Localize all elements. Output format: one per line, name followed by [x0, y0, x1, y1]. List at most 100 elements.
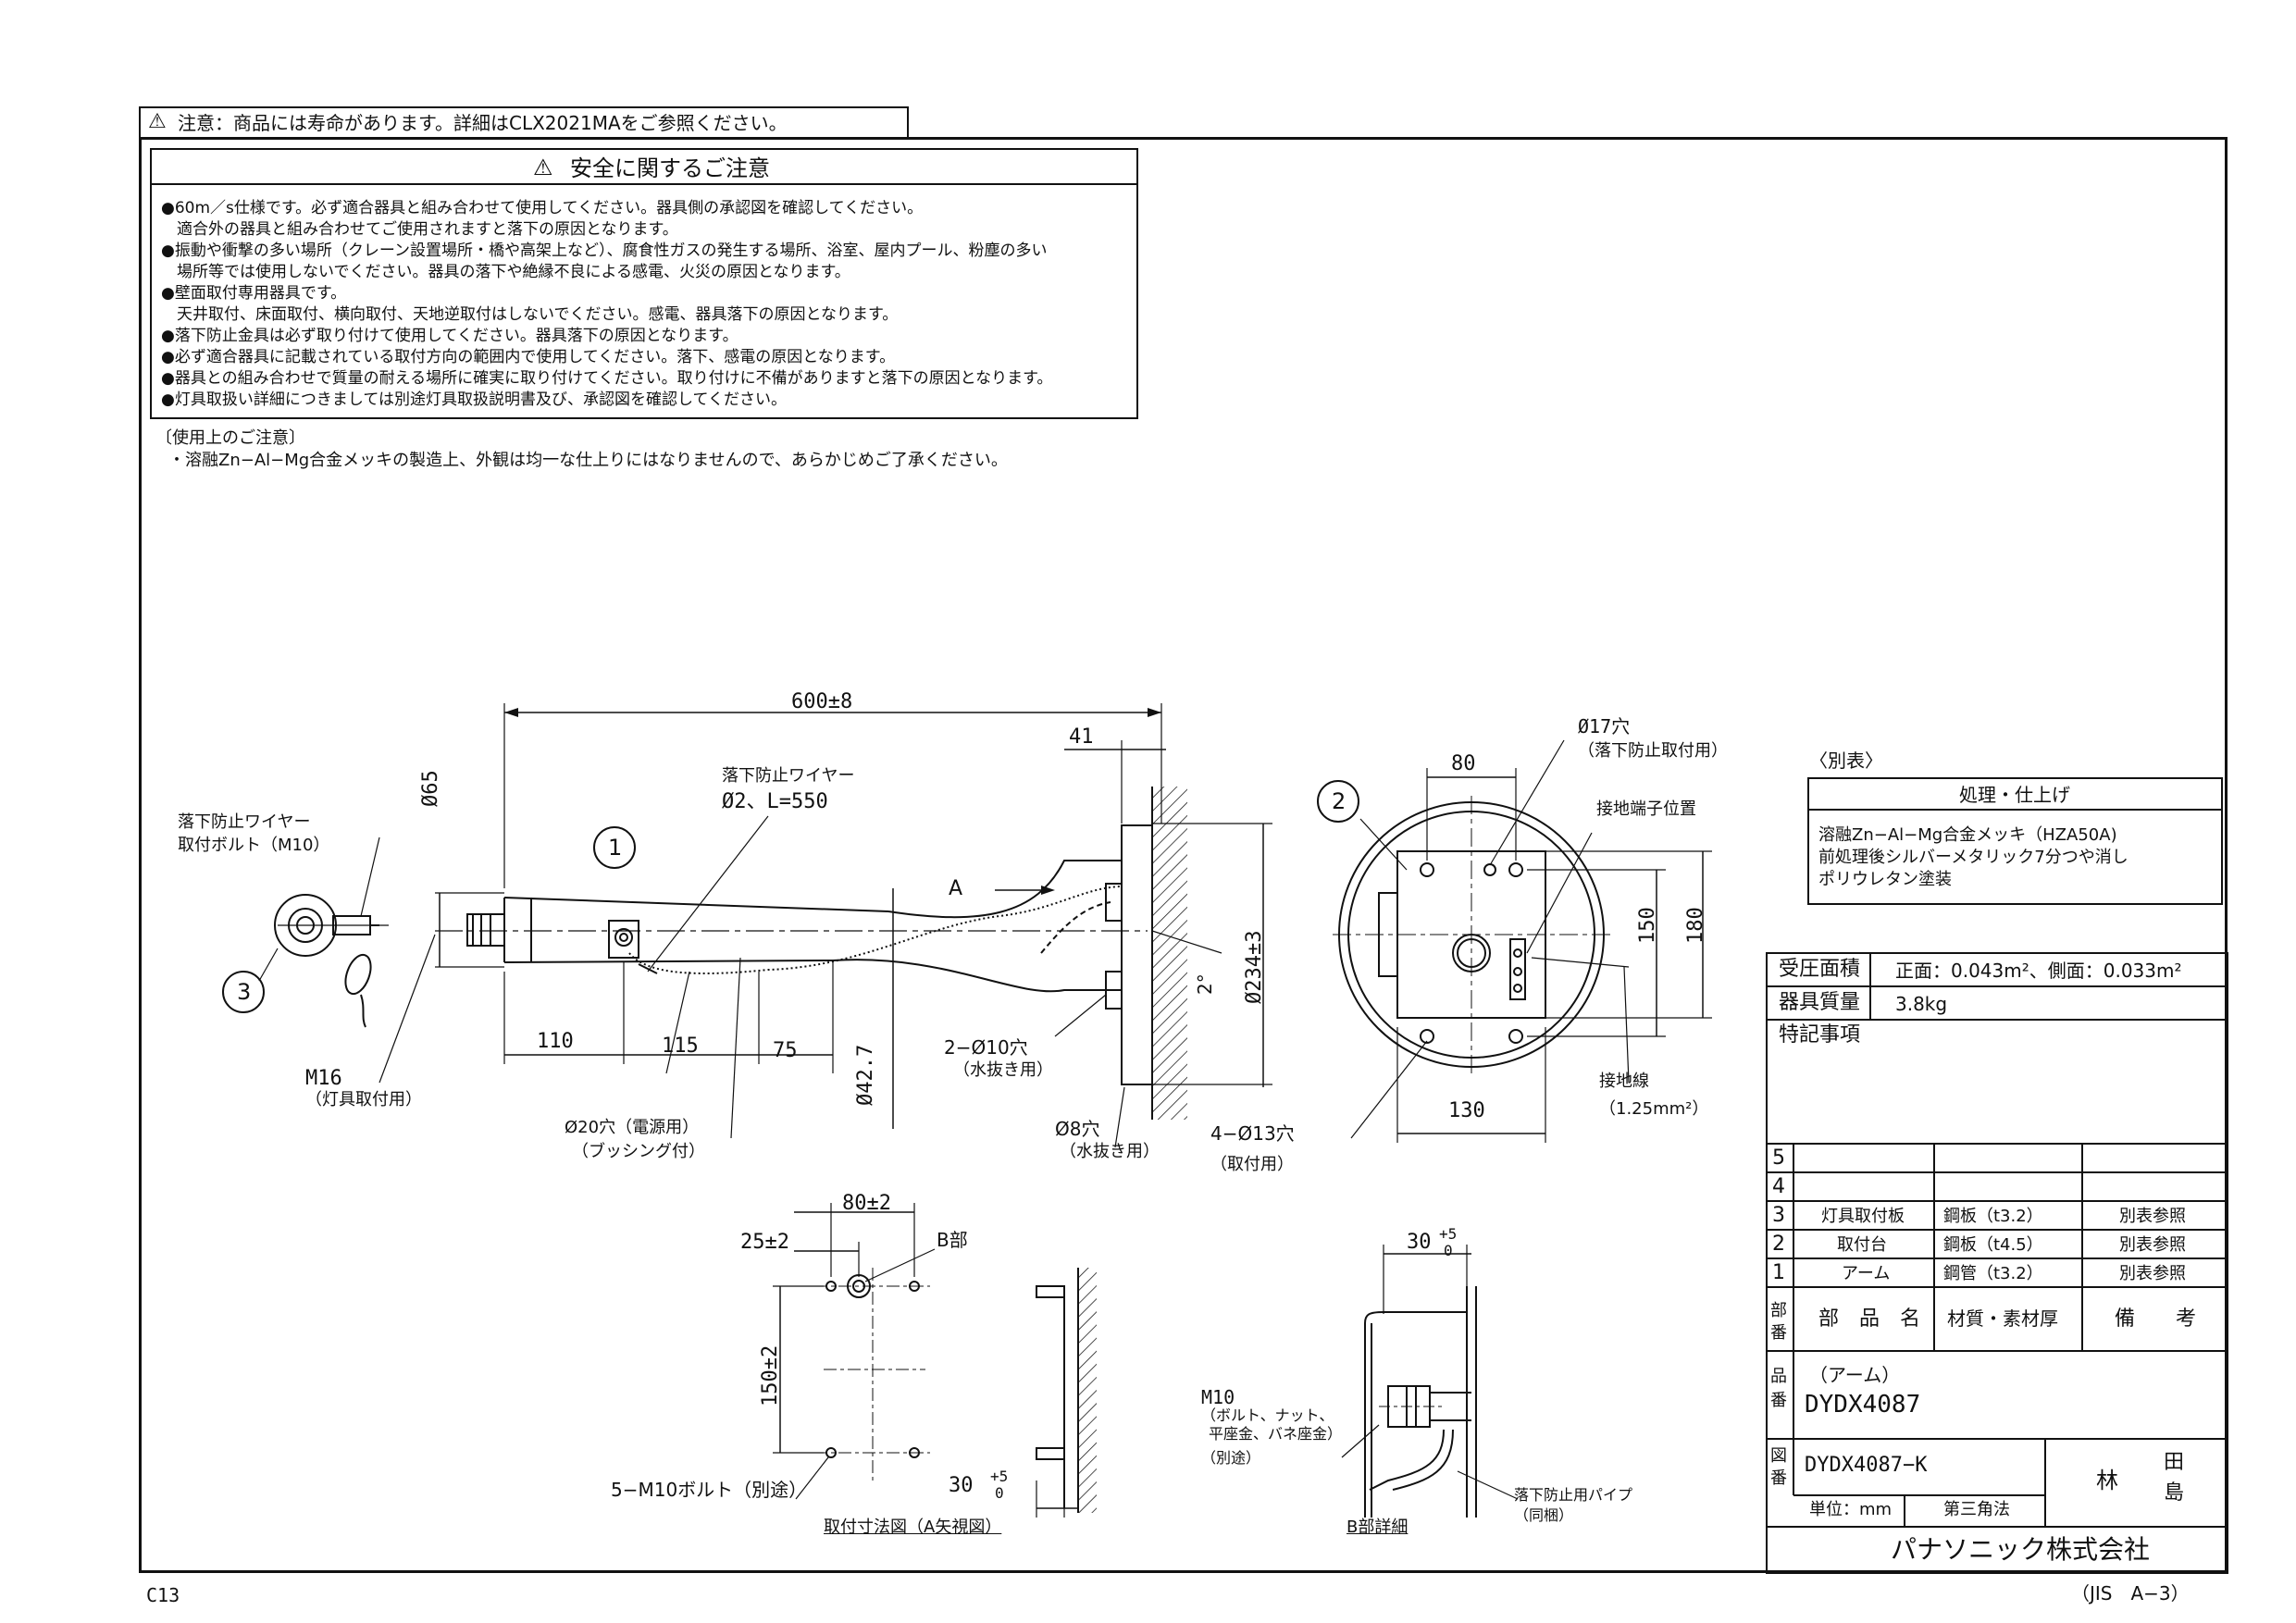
- safety-notice-header: ⚠ 安全に関するご注意: [152, 150, 1136, 185]
- row-name: アーム: [1842, 1264, 1891, 1283]
- safety-line: 天井取付、床面取付、横向取付、天地逆取付はしないでください。感電、器具落下の原因…: [161, 305, 899, 324]
- header-material: 材質・素材厚: [1947, 1307, 2058, 1330]
- row-material: 鋼管（t3.2）: [1943, 1264, 2043, 1283]
- signature-shima: 島: [2164, 1481, 2185, 1505]
- front-view: [1333, 739, 1712, 1143]
- m10-sub-2: 平座金、バネ座金）: [1209, 1425, 1343, 1443]
- arm-side-view: [379, 703, 1272, 1148]
- hole17-sub: （落下防止取付用）: [1578, 741, 1728, 761]
- pressure-label: 受圧面積: [1779, 958, 1861, 981]
- hole10-sub: （水抜き用）: [953, 1060, 1053, 1080]
- usage-notice-title: 〔使用上のご注意〕: [155, 428, 305, 448]
- drawing-no-label: 図番: [1770, 1446, 1787, 1488]
- part-name: （アーム）: [1809, 1364, 1901, 1386]
- dim-130: 130: [1448, 1099, 1485, 1122]
- arm-pipe-top: [503, 897, 889, 912]
- b-detail-view: [1341, 1245, 1519, 1518]
- end-view-detail: [258, 836, 389, 1028]
- hole10-label: 2−Ø10穴: [944, 1036, 1028, 1059]
- projection-label: 第三角法: [1943, 1500, 2010, 1519]
- part-no-label: 品番: [1770, 1367, 1787, 1410]
- callout-1-circle: [593, 826, 636, 869]
- hole20-label: Ø20穴（電源用）: [565, 1118, 700, 1137]
- pressure-value: 正面：0.043m²、側面：0.033m²: [1895, 960, 2182, 982]
- row-name: 取付台: [1837, 1235, 1887, 1255]
- wire-spec: Ø2、L=550: [722, 790, 828, 813]
- dim-115: 115: [662, 1035, 699, 1058]
- row-no: 3: [1772, 1204, 1785, 1227]
- hole8-sub: （水抜き用）: [1060, 1142, 1160, 1161]
- lifetime-notice-text: 注意：商品には寿命があります。詳細はCLX2021MAをご参照ください。: [178, 112, 788, 134]
- view-a-caption: 取付寸法図（A矢視図）: [824, 1518, 1002, 1537]
- usage-notice-text: ・溶融Zn−Al−Mg合金メッキの製造上、外観は均一な仕上りにはなりませんので、…: [168, 451, 1008, 470]
- callout-3-circle: [222, 971, 265, 1013]
- safety-title: 安全に関するご注意: [570, 155, 770, 181]
- safety-line: 適合外の器具と組み合わせてご使用されますと落下の原因となります。: [161, 220, 678, 239]
- row-no: 4: [1772, 1175, 1785, 1198]
- mass-value: 3.8kg: [1895, 993, 1948, 1015]
- hole8-label: Ø8穴: [1055, 1118, 1100, 1140]
- b-part-label: B部: [937, 1229, 968, 1251]
- callout-2-circle: [1317, 780, 1359, 823]
- safety-line: ●灯具取扱い詳細につきましては別途灯具取扱説明書及び、承認図を確認してください。: [161, 390, 787, 409]
- row-no: 5: [1772, 1146, 1785, 1170]
- pipe-sub: （同梱）: [1514, 1506, 1574, 1524]
- sheet-code: C13: [146, 1584, 180, 1606]
- row-note: 別表参照: [2119, 1207, 2186, 1226]
- tolerance-sup: +5: [990, 1468, 1009, 1485]
- hole20-sub: （ブッシング付）: [572, 1142, 705, 1161]
- left-wire-bolt-label: 取付ボルト（M10）: [178, 836, 330, 855]
- callout-1: 1: [608, 835, 623, 861]
- dim-25-2: 25±2: [740, 1231, 789, 1254]
- callout-3: 3: [237, 979, 252, 1005]
- ground-wire-sub: （1.25mm²）: [1599, 1099, 1709, 1119]
- dim-80: 80: [1451, 752, 1476, 775]
- finish-header: 処理・仕上げ: [1959, 784, 2070, 806]
- tolerance-sup-b: +5: [1439, 1225, 1458, 1243]
- left-wire-label: 落下防止ワイヤー: [178, 812, 311, 832]
- wire-label: 落下防止ワイヤー: [722, 766, 855, 786]
- m10-label: M10: [1201, 1386, 1235, 1408]
- safety-notice-box: ⚠ 安全に関するご注意 ●60m／s仕様です。必ず適合器具と組み合わせて使用して…: [150, 148, 1138, 419]
- finish-line: 溶融Zn−Al−Mg合金メッキ（HZA50A): [1818, 825, 2117, 845]
- row-note: 別表参照: [2119, 1235, 2186, 1255]
- warning-icon: ⚠: [533, 155, 553, 180]
- row-note: 別表参照: [2119, 1264, 2186, 1283]
- safety-line: ●器具との組み合わせで質量の耐える場所に確実に取り付けてください。取り付けに不備…: [161, 369, 1053, 388]
- safety-wire: [628, 886, 1121, 974]
- finish-line: ポリウレタン塗装: [1818, 870, 1952, 889]
- finish-caption: 〈別表〉: [1809, 750, 1883, 772]
- drawing-frame: [139, 137, 2228, 1573]
- safety-line: ●落下防止金具は必ず取り付けて使用してください。器具落下の原因となります。: [161, 327, 738, 345]
- arm-curve-bottom: [832, 959, 1122, 993]
- m16-sub: （灯具取付用）: [305, 1090, 422, 1109]
- row-name: 灯具取付板: [1821, 1207, 1905, 1226]
- finish-line: 前処理後シルバーメタリック7分つや消し: [1818, 848, 2128, 867]
- dim-41: 41: [1069, 725, 1094, 749]
- bolts-label: 5−M10ボルト（別途）: [611, 1479, 808, 1501]
- m16-label: M16: [305, 1067, 342, 1090]
- unit-label: 単位：mm: [1809, 1500, 1893, 1519]
- finish-header-row: 処理・仕上げ: [1809, 779, 2221, 811]
- row-material: 鋼板（t3.2）: [1943, 1207, 2043, 1226]
- ground-wire-label: 接地線: [1599, 1072, 1649, 1091]
- header-remarks: 備 考: [2115, 1307, 2197, 1331]
- signature-hayashi: 林: [2096, 1468, 2118, 1493]
- m10-sub-1: （ボルト、ナット、: [1201, 1406, 1334, 1424]
- row-material: 鋼板（t4.5）: [1943, 1235, 2043, 1255]
- dim-110: 110: [537, 1030, 574, 1053]
- tolerance-sub: 0: [995, 1484, 1004, 1502]
- dim-600: 600±8: [791, 690, 853, 713]
- wall-hatch: [1152, 787, 1187, 1120]
- safety-line: ●必ず適合器具に記載されている取付方向の範囲内で使用してください。落下、感電の原…: [161, 348, 896, 366]
- tolerance-sub-b: 0: [1444, 1242, 1453, 1259]
- header-part-no: 部番: [1770, 1301, 1787, 1343]
- hole17-label: Ø17穴: [1578, 715, 1631, 737]
- header-part-name: 部 品 名: [1818, 1307, 1921, 1331]
- m10-sub-3: （別途）: [1201, 1449, 1261, 1467]
- wire-plate: [608, 920, 639, 959]
- notes-label: 特記事項: [1779, 1023, 1861, 1047]
- dim-80-2: 80±2: [842, 1192, 891, 1215]
- pipe-label: 落下防止用パイプ: [1514, 1486, 1633, 1504]
